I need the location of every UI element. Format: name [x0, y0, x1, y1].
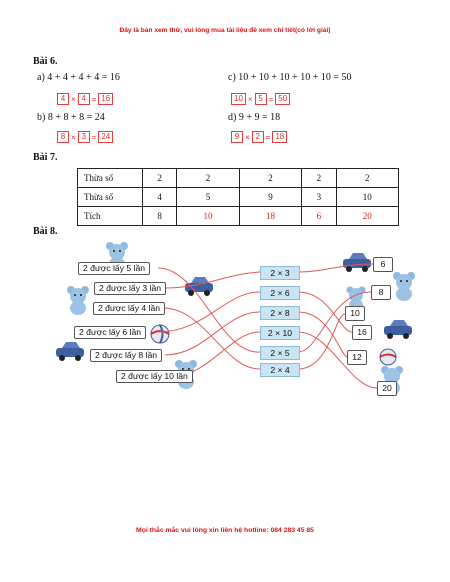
label-2-lay-5: 2 được lấy 5 lần [78, 262, 151, 275]
result-8: 8 [371, 285, 391, 300]
result-10: 10 [345, 306, 365, 321]
bai6-answer-b: 8 × 3 = 24 [57, 131, 114, 143]
hotline-banner: Mọi thắc mắc vui lòng xin liên hệ hotlin… [136, 527, 314, 534]
label-2-lay-3: 2 được lấy 3 lần [94, 282, 167, 295]
times-sign: × [71, 94, 76, 104]
answer-box: 5 [254, 93, 267, 105]
bai6-answer-c: 10 × 5 = 50 [231, 93, 291, 105]
bai7-heading: Bài 7. [33, 152, 58, 163]
result-6: 6 [373, 257, 393, 272]
expression-2x3: 2 × 3 [260, 266, 300, 280]
answer-box: 18 [272, 131, 288, 143]
answer-box: 9 [231, 131, 243, 143]
matching-illustration [56, 242, 415, 395]
factor-product-table: Thừa số 2 2 2 2 2 Thừa số 4 5 9 3 10 Tíc… [77, 168, 400, 226]
table-cell: 6 [301, 206, 337, 226]
label-2-lay-8: 2 được lấy 8 lần [90, 349, 163, 362]
answer-box: 16 [98, 93, 114, 105]
answer-box: 4 [57, 93, 69, 105]
bai6-answer-a: 4 × 4 = 16 [57, 93, 114, 105]
equals-sign: = [91, 132, 97, 142]
equals-sign: = [91, 94, 97, 104]
toy-car-icon [343, 253, 371, 272]
result-20: 20 [377, 381, 397, 396]
bai8-heading: Bài 8. [33, 226, 58, 237]
bai6-answer-d: 9 × 2 = 18 [231, 131, 288, 143]
answer-box: 50 [275, 93, 291, 105]
result-12: 12 [347, 350, 367, 365]
table-cell: 8 [141, 206, 178, 226]
answer-box: 3 [77, 131, 90, 143]
answer-box: 10 [231, 93, 246, 105]
times-sign: × [245, 132, 250, 142]
answer-box: 2 [251, 131, 264, 143]
label-2-lay-10: 2 được lấy 10 lần [116, 370, 193, 383]
table-cell: 20 [335, 206, 400, 226]
answer-box: 24 [98, 131, 114, 143]
ball-icon [379, 348, 397, 366]
result-16: 16 [352, 325, 372, 340]
toy-car-icon [56, 342, 84, 361]
bai6-eq-d: d) 9 + 9 = 18 [228, 112, 281, 123]
bai6-eq-a: a) 4 + 4 + 4 + 4 = 16 [37, 72, 120, 83]
teddy-bear-icon [67, 286, 89, 315]
answer-box: 8 [57, 131, 69, 143]
expression-2x6: 2 × 6 [260, 286, 300, 300]
expression-2x4: 2 × 4 [260, 363, 300, 377]
row-label: Tích [77, 206, 143, 226]
table-row: Thừa số 2 2 2 2 2 [77, 168, 400, 188]
table-row: Thừa số 4 5 9 3 10 [77, 187, 400, 207]
label-2-lay-4: 2 được lấy 4 lần [93, 302, 166, 315]
times-sign: × [71, 132, 76, 142]
toy-car-icon [185, 277, 213, 296]
equals-sign: = [265, 132, 271, 142]
expression-2x8: 2 × 8 [260, 306, 300, 320]
equals-sign: = [268, 94, 274, 104]
label-2-lay-6: 2 được lấy 6 lần [74, 326, 147, 339]
bai6-eq-c: c) 10 + 10 + 10 + 10 + 10 = 50 [228, 72, 352, 83]
times-sign: × [247, 94, 253, 104]
table-row: Tích 8 10 18 6 20 [77, 206, 400, 226]
bai6-heading: Bài 6. [33, 56, 58, 67]
bai6-eq-b: b) 8 + 8 + 8 = 24 [37, 112, 105, 123]
expression-2x5: 2 × 5 [260, 346, 300, 360]
toy-car-icon [384, 320, 412, 339]
teddy-bear-icon [393, 272, 415, 301]
answer-box: 4 [77, 93, 90, 105]
ball-icon [150, 324, 170, 344]
preview-banner: Đây là bản xem thử, vui lòng mua tài liệ… [119, 27, 331, 34]
matching-lines [157, 263, 378, 389]
expression-2x10: 2 × 10 [260, 326, 300, 340]
